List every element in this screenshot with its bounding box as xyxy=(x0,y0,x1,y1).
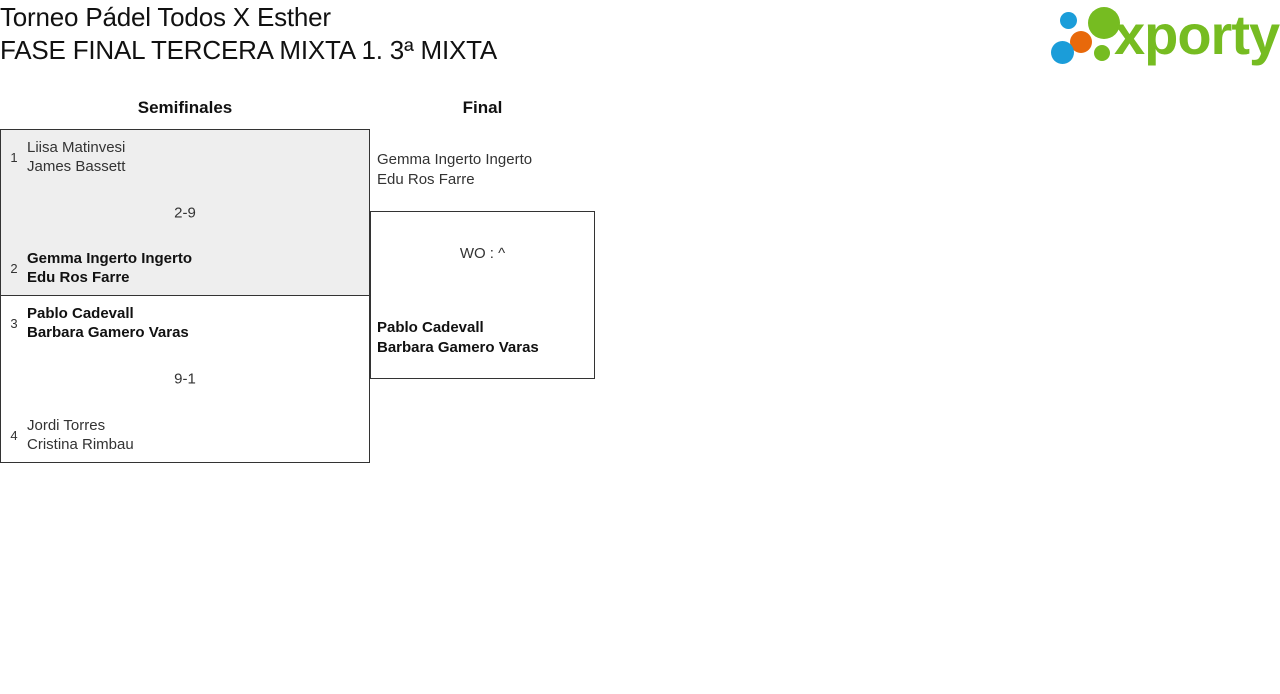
final-match-score: WO : ^ xyxy=(459,245,506,262)
player-name: Liisa Matinvesi xyxy=(27,139,126,156)
match-semifinal-2[interactable]: 3 Pablo Cadevall Barbara Gamero Varas 9-… xyxy=(0,295,370,463)
round-header-final: Final xyxy=(462,98,503,117)
phase-title: FASE FINAL TERCERA MIXTA 1. 3ª MIXTA xyxy=(0,35,498,65)
team-players: Liisa Matinvesi James Bassett xyxy=(27,138,125,176)
final-team-bottom[interactable]: Pablo Cadevall Barbara Gamero Varas xyxy=(377,318,539,358)
team-players: Pablo Cadevall Barbara Gamero Varas xyxy=(27,304,189,342)
logo-dot-blue-top-icon xyxy=(1060,12,1077,29)
match-team-bottom[interactable]: 4 Jordi Torres Cristina Rimbau xyxy=(1,416,369,454)
match-team-top[interactable]: 3 Pablo Cadevall Barbara Gamero Varas xyxy=(1,304,369,342)
player-name: Barbara Gamero Varas xyxy=(27,324,189,341)
player-name: Pablo Cadevall xyxy=(27,305,134,322)
team-seed: 2 xyxy=(10,260,18,276)
match-score: 2-9 xyxy=(174,204,196,221)
player-name: Pablo Cadevall xyxy=(377,319,484,336)
logo-dots-icon xyxy=(1048,5,1120,67)
match-score: 9-1 xyxy=(174,370,196,388)
xporty-logo: xporty xyxy=(1048,3,1280,69)
tournament-title: Torneo Pádel Todos X Esther xyxy=(0,2,331,32)
player-name: Edu Ros Farre xyxy=(377,171,475,188)
player-name: Gemma Ingerto Ingerto xyxy=(27,250,193,267)
logo-dot-green-large-icon xyxy=(1088,7,1120,39)
team-seed: 4 xyxy=(10,427,18,443)
round-header-semifinals: Semifinales xyxy=(137,98,233,117)
player-name: Gemma Ingerto Ingerto xyxy=(377,151,533,168)
player-name: Edu Ros Farre xyxy=(27,269,130,286)
logo-wordmark: xporty xyxy=(1114,3,1280,66)
match-team-top[interactable]: 1 Liisa Matinvesi James Bassett xyxy=(1,138,369,176)
match-semifinal-1[interactable]: 1 Liisa Matinvesi James Bassett 2-9 2 Ge… xyxy=(0,129,370,296)
team-players: Jordi Torres Cristina Rimbau xyxy=(27,416,134,454)
player-name: James Bassett xyxy=(27,158,126,175)
player-name: Cristina Rimbau xyxy=(27,436,134,453)
team-seed: 3 xyxy=(10,315,18,331)
match-final[interactable] xyxy=(370,211,595,379)
team-seed: 1 xyxy=(10,149,18,165)
match-team-bottom[interactable]: 2 Gemma Ingerto Ingerto Edu Ros Farre xyxy=(1,249,369,287)
final-team-top[interactable]: Gemma Ingerto Ingerto Edu Ros Farre xyxy=(377,150,532,190)
page-header: Torneo Pádel Todos X Esther FASE FINAL T… xyxy=(0,0,1280,78)
logo-dot-green-small-icon xyxy=(1094,45,1110,61)
logo-dot-blue-bottom-icon xyxy=(1051,41,1074,64)
player-name: Jordi Torres xyxy=(27,417,106,434)
logo-dot-orange-icon xyxy=(1070,31,1092,53)
team-players: Gemma Ingerto Ingerto Edu Ros Farre xyxy=(27,249,192,287)
title-block: Torneo Pádel Todos X Esther FASE FINAL T… xyxy=(0,1,497,67)
player-name: Barbara Gamero Varas xyxy=(377,339,539,356)
